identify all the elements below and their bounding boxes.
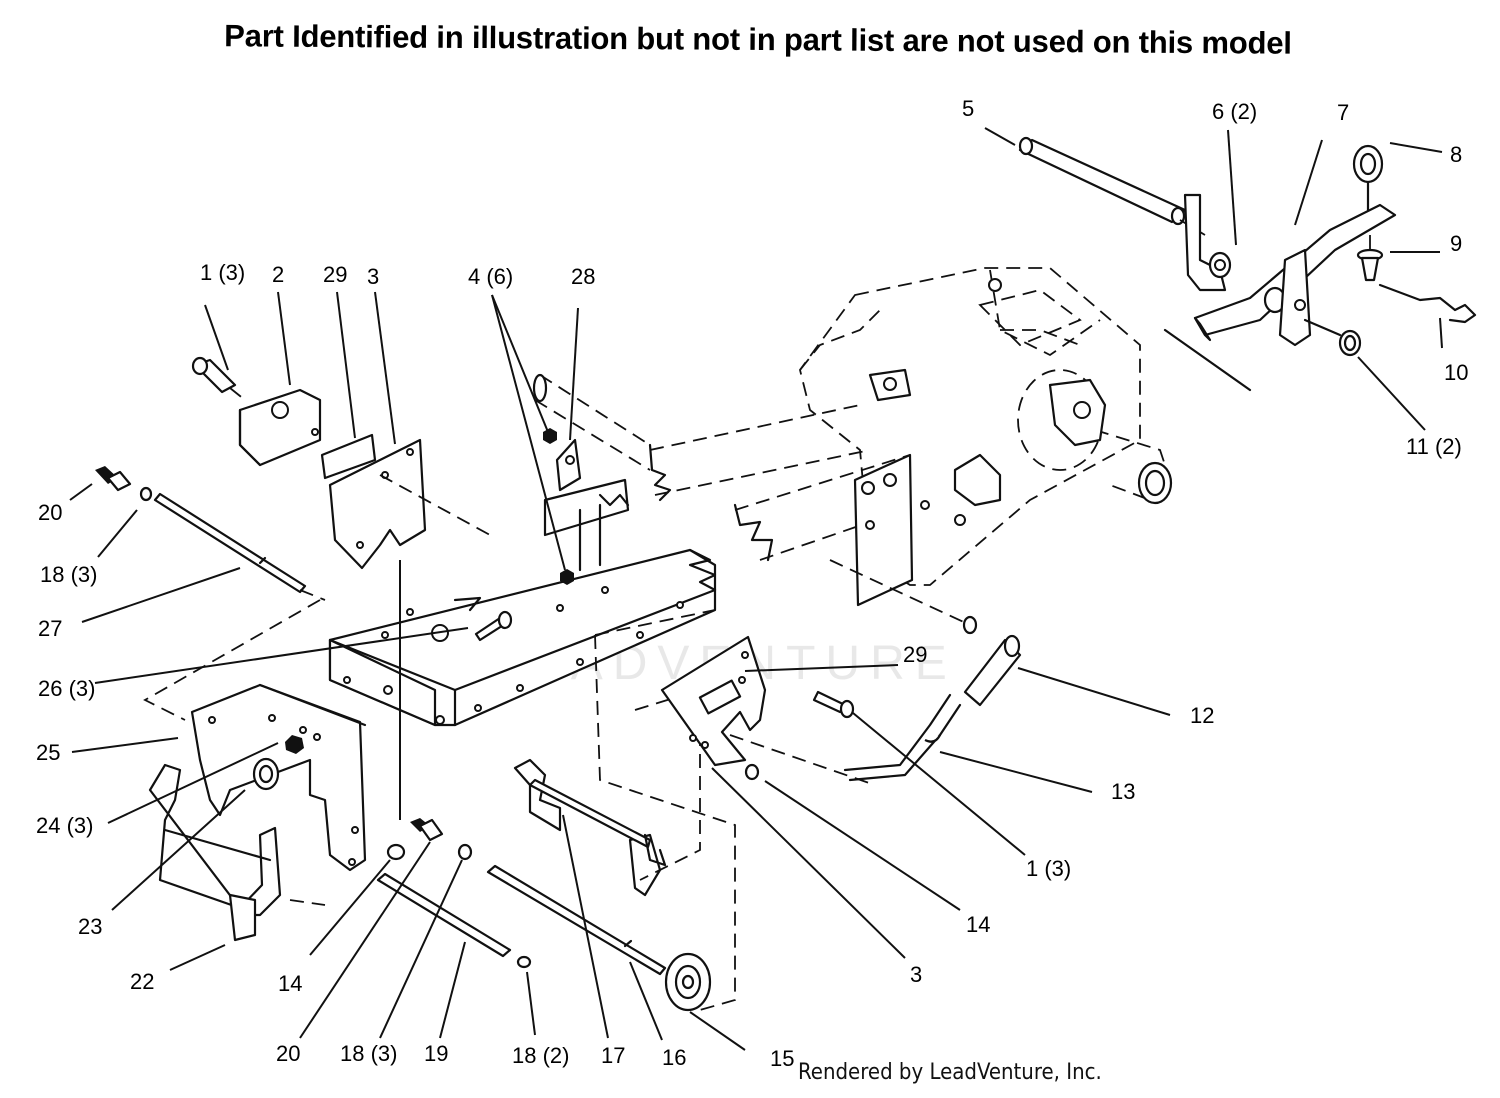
callout-25: 25 bbox=[36, 740, 60, 765]
callout-22: 22 bbox=[130, 969, 154, 994]
callout-27: 27 bbox=[38, 616, 62, 641]
callout-1-3-upper: 1 (3) bbox=[200, 260, 245, 285]
callout-18-2: 18 (2) bbox=[512, 1043, 569, 1068]
callout-28: 28 bbox=[571, 264, 595, 289]
callout-16: 16 bbox=[662, 1045, 686, 1070]
callout-14-lower: 14 bbox=[278, 971, 302, 996]
lower-left-bracket bbox=[148, 683, 406, 942]
callout-14-right: 14 bbox=[966, 912, 990, 937]
bolt-26 bbox=[474, 610, 513, 642]
callout-4: 4 (6) bbox=[468, 264, 513, 289]
callout-3-lower: 3 bbox=[910, 962, 922, 987]
callout-20-upper: 20 bbox=[38, 500, 62, 525]
callout-26: 26 (3) bbox=[38, 676, 95, 701]
callout-19: 19 bbox=[424, 1041, 448, 1066]
callout-29-right: 29 bbox=[903, 642, 927, 667]
callout-18-3-lower: 18 (3) bbox=[340, 1041, 397, 1066]
callout-29-upper: 29 bbox=[323, 262, 347, 287]
left-bracket-plates bbox=[191, 356, 582, 585]
callout-5: 5 bbox=[962, 96, 974, 121]
callout-7: 7 bbox=[1337, 100, 1349, 125]
callout-2: 2 bbox=[272, 262, 284, 287]
callout-20-lower: 20 bbox=[276, 1041, 300, 1066]
callout-3-upper: 3 bbox=[367, 264, 379, 289]
footer-credit: Rendered by LeadVenture, Inc. bbox=[798, 1060, 1102, 1085]
callout-11: 11 (2) bbox=[1406, 434, 1462, 459]
callout-10: 10 bbox=[1444, 360, 1468, 385]
leader-lines bbox=[69, 127, 1443, 1051]
callout-23: 23 bbox=[78, 914, 102, 939]
callout-24: 24 (3) bbox=[36, 813, 93, 838]
callout-15: 15 bbox=[770, 1046, 794, 1071]
callout-18-3-upper: 18 (3) bbox=[40, 562, 97, 587]
callout-17: 17 bbox=[601, 1043, 625, 1068]
right-plate-assembly bbox=[660, 634, 1022, 786]
callout-12: 12 bbox=[1190, 703, 1214, 728]
callout-6: 6 (2) bbox=[1212, 99, 1257, 124]
callout-9: 9 bbox=[1450, 231, 1462, 256]
callout-1-3-right: 1 (3) bbox=[1026, 856, 1071, 881]
callout-13: 13 bbox=[1111, 779, 1135, 804]
transaxle-assembly bbox=[532, 267, 1173, 635]
upper-left-rod bbox=[95, 466, 326, 721]
frame-tube bbox=[328, 478, 717, 820]
hitch-assembly bbox=[1018, 136, 1477, 392]
lower-rod-assembly bbox=[376, 609, 736, 1012]
callout-labels: 1 (3) 2 29 3 4 (6) 28 5 6 (2) 7 8 9 10 1… bbox=[36, 96, 1468, 1071]
callout-8: 8 bbox=[1450, 142, 1462, 167]
